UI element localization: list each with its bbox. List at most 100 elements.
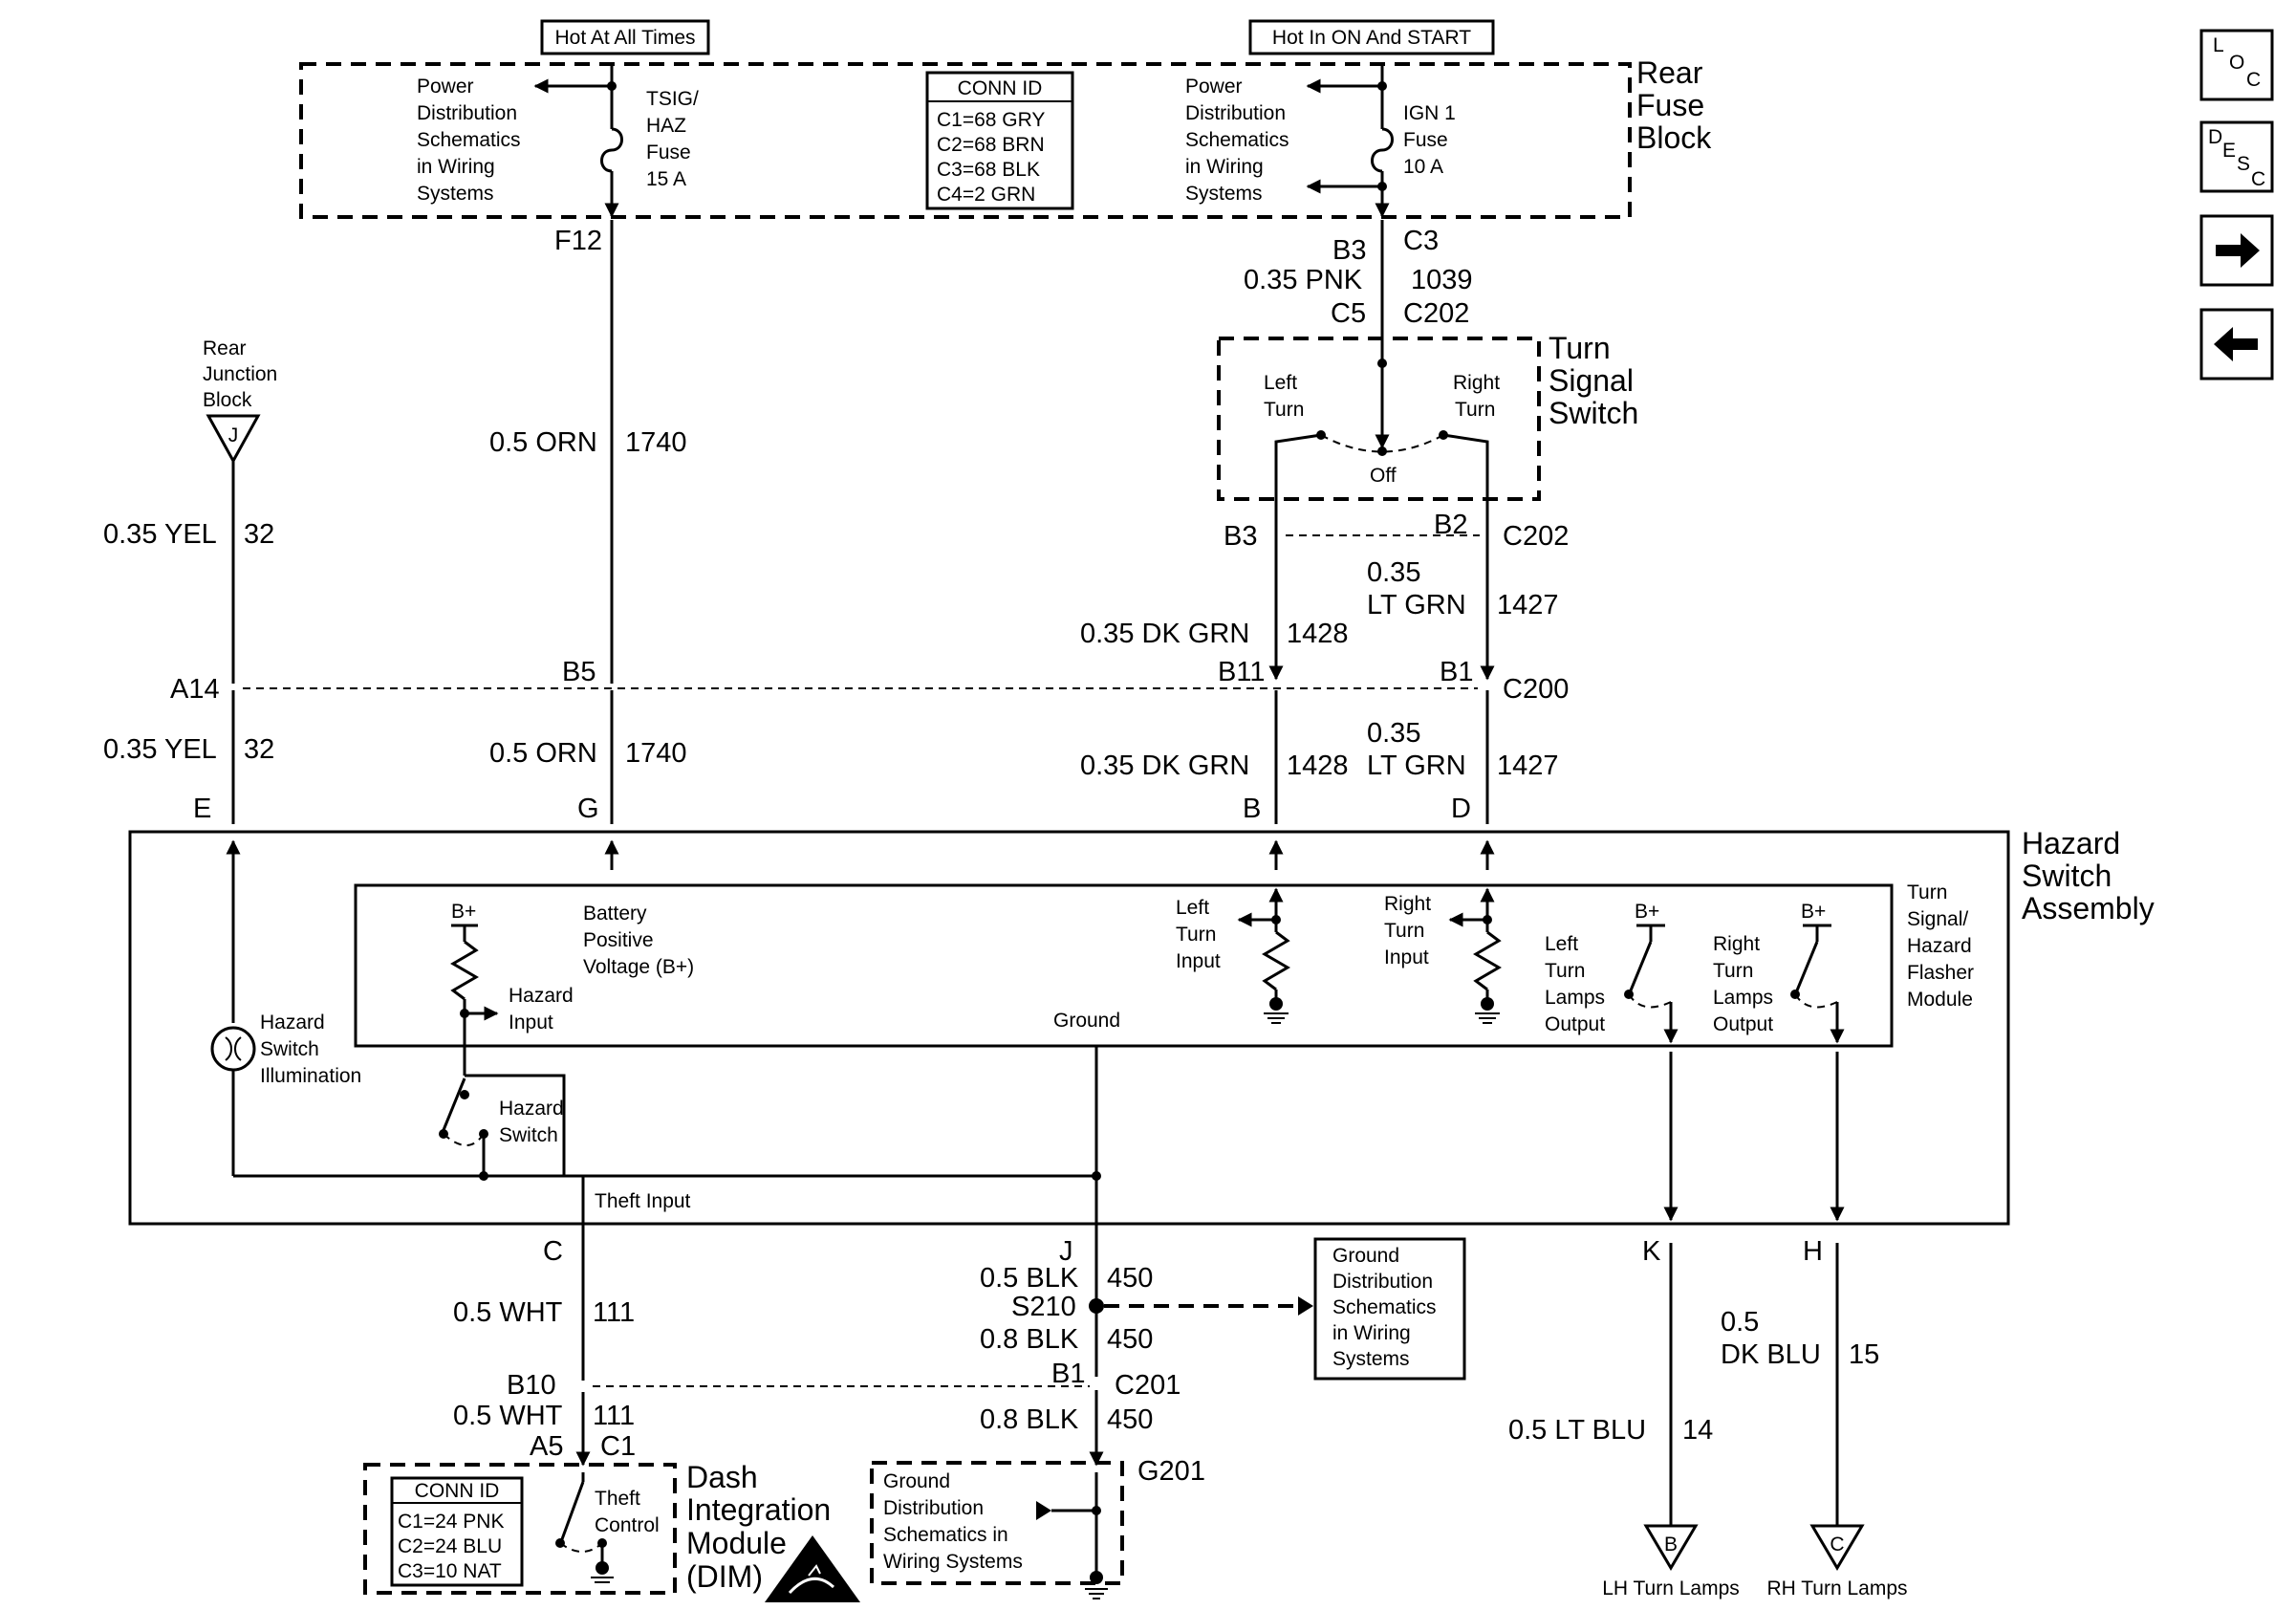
svg-text:C4=2 GRN: C4=2 GRN — [937, 184, 1035, 206]
svg-text:Power: Power — [417, 76, 474, 98]
wire-dkblu-size: 0.5 — [1721, 1307, 1759, 1338]
flasher-module-title: Turn Signal/ Hazard Flasher Module — [1907, 881, 1974, 1011]
svg-text:Flasher: Flasher — [1907, 962, 1974, 984]
svg-text:Output: Output — [1545, 1013, 1605, 1035]
location-button[interactable]: L O C — [2199, 29, 2274, 101]
svg-text:in Wiring: in Wiring — [417, 156, 495, 178]
connector-h: H — [1803, 1236, 1823, 1267]
rear-fuse-block-title: Rear Fuse Block — [1636, 55, 1712, 155]
svg-text:Block: Block — [1636, 120, 1712, 155]
wire-dkgrn-lower-size: 0.35 DK GRN — [1080, 751, 1249, 781]
wire-ltgrn-upper-color: LT GRN — [1367, 590, 1466, 620]
svg-text:Fuse: Fuse — [1403, 129, 1448, 151]
tsig-haz-fuse: TSIG/ HAZ Fuse 15 A — [600, 64, 699, 218]
hazard-switch: Hazard Switch — [439, 1052, 566, 1176]
svg-text:Junction: Junction — [203, 363, 277, 385]
left-turn-lamps-output: B+ Left Turn Lamps Output — [1545, 901, 1679, 1044]
svg-text:Rear: Rear — [203, 337, 247, 359]
svg-text:C1=68 GRY: C1=68 GRY — [937, 109, 1045, 131]
svg-text:J: J — [228, 424, 239, 446]
svg-text:Turn: Turn — [1455, 399, 1495, 421]
wire-wht-upper-circuit: 111 — [593, 1297, 635, 1328]
connector-a14: A14 — [170, 674, 220, 705]
svg-text:Input: Input — [1176, 950, 1221, 972]
svg-text:Left: Left — [1176, 897, 1209, 919]
svg-text:Turn: Turn — [1384, 920, 1424, 942]
ign1-fuse: IGN 1 Fuse 10 A — [1306, 64, 1456, 218]
svg-text:(DIM): (DIM) — [686, 1559, 763, 1594]
svg-text:LH Turn Lamps: LH Turn Lamps — [1602, 1577, 1740, 1599]
svg-text:S: S — [2237, 153, 2250, 175]
svg-text:Voltage (B+): Voltage (B+) — [583, 956, 694, 978]
svg-text:Schematics: Schematics — [417, 129, 521, 151]
dim-outline — [363, 1463, 677, 1595]
svg-text:Wiring Systems: Wiring Systems — [883, 1551, 1023, 1573]
wire-ltgrn-lower-circuit: 1427 — [1497, 751, 1559, 781]
hazard-switch-assembly-outline — [128, 830, 2010, 1226]
svg-text:Distribution: Distribution — [1185, 102, 1286, 124]
svg-text:Systems: Systems — [1185, 183, 1263, 205]
svg-text:Turn: Turn — [1545, 960, 1585, 982]
svg-text:Battery: Battery — [583, 903, 647, 925]
connector-c5: C5 — [1331, 298, 1366, 329]
svg-text:Left: Left — [1545, 933, 1578, 955]
wire-ltblu-circuit: 14 — [1682, 1415, 1713, 1446]
svg-text:Rear: Rear — [1636, 55, 1703, 90]
hazard-switch-illumination: Hazard Switch Illumination — [210, 841, 361, 1176]
wire-orn-upper-size: 0.5 ORN — [489, 427, 597, 458]
theft-control-switch: Theft Control — [555, 1472, 660, 1583]
svg-text:C: C — [1830, 1534, 1844, 1556]
wire-wht-lower-circuit: 111 — [593, 1401, 635, 1431]
wire-yel-lower-size: 0.35 YEL — [103, 734, 217, 765]
svg-text:15 A: 15 A — [646, 168, 686, 190]
svg-text:Integration: Integration — [686, 1492, 831, 1527]
lh-turn-lamps: B LH Turn Lamps — [1602, 1524, 1740, 1599]
wire-wht-lower-size: 0.5 WHT — [453, 1401, 563, 1431]
assembly-ground-bus: Ground — [233, 1010, 1120, 1243]
connector-b1-low: B1 — [1051, 1359, 1085, 1389]
svg-text:Switch: Switch — [499, 1124, 558, 1146]
wire-ltgrn-upper-size: 0.35 — [1367, 557, 1420, 588]
back-button[interactable] — [2199, 308, 2274, 381]
svg-text:L: L — [2213, 34, 2224, 56]
connector-d: D — [1451, 794, 1471, 824]
splice-s210: S210 — [1011, 1292, 1076, 1322]
svg-text:Turn: Turn — [1264, 399, 1304, 421]
description-button[interactable]: D E S C — [2199, 120, 2274, 193]
svg-text:Ground: Ground — [883, 1470, 950, 1492]
forward-button[interactable] — [2199, 214, 2274, 287]
wire-yel-upper-circuit: 32 — [244, 519, 274, 550]
connector-g201: G201 — [1137, 1456, 1205, 1487]
turn-signal-switch-contacts: Left Turn Right Turn Off — [1264, 311, 1500, 516]
connector-b3-mid: B3 — [1224, 521, 1257, 552]
svg-text:Systems: Systems — [417, 183, 494, 205]
connector-b11: B11 — [1218, 657, 1265, 687]
svg-text:CONN ID: CONN ID — [958, 77, 1043, 99]
svg-text:Positive: Positive — [583, 929, 654, 951]
connector-c201: C201 — [1115, 1370, 1180, 1401]
connector-k: K — [1642, 1236, 1661, 1267]
svg-text:Lamps: Lamps — [1713, 987, 1773, 1009]
svg-text:C2=68 BRN: C2=68 BRN — [937, 134, 1045, 156]
svg-text:B: B — [1664, 1534, 1678, 1556]
svg-text:Hazard: Hazard — [509, 985, 574, 1007]
connector-c202-top: C202 — [1403, 298, 1469, 329]
rear-junction-block-icon: J — [206, 414, 261, 465]
wire-yel-lower-circuit: 32 — [244, 734, 274, 765]
wire-ltgrn-upper-circuit: 1427 — [1497, 590, 1559, 620]
wire-blk-b-circuit: 450 — [1107, 1324, 1153, 1355]
svg-text:HAZ: HAZ — [646, 115, 686, 137]
connector-c3: C3 — [1403, 226, 1439, 256]
svg-text:Turn: Turn — [1907, 881, 1947, 903]
svg-text:Turn: Turn — [1176, 924, 1216, 946]
g201-ground-symbol — [1036, 1472, 1108, 1599]
svg-text:Theft Input: Theft Input — [595, 1190, 691, 1212]
rear-junction-block-label: Rear Junction Block — [203, 337, 277, 411]
connector-c1: C1 — [600, 1431, 636, 1462]
wire-ltgrn-lower-size: 0.35 — [1367, 718, 1420, 749]
svg-text:10 A: 10 A — [1403, 156, 1443, 178]
svg-text:Output: Output — [1713, 1013, 1773, 1035]
hazard-input-circuit: B+ Hazard Input — [450, 901, 574, 1052]
wire-blk-a-size: 0.5 BLK — [980, 1263, 1079, 1294]
